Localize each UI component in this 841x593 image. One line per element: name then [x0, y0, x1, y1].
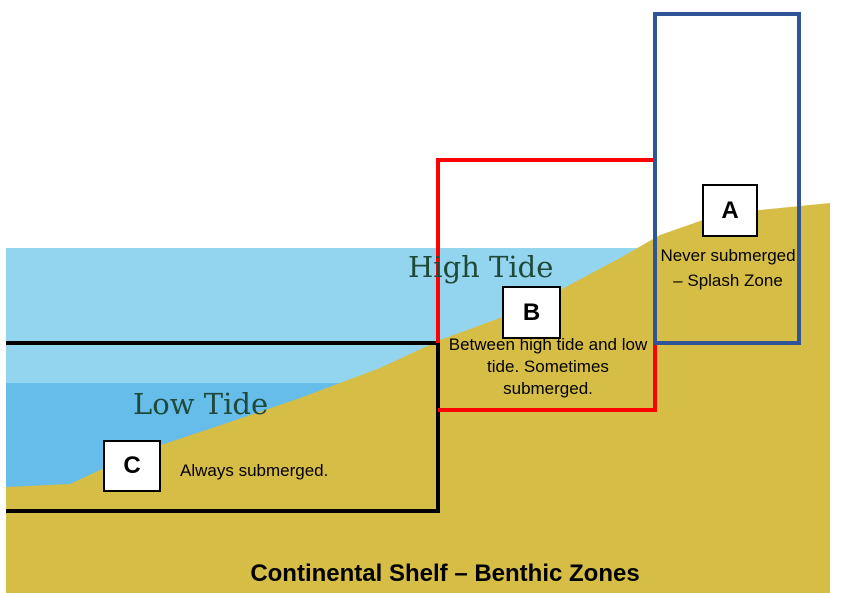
zone-a-label: A	[702, 184, 758, 237]
zone-c-description: Always submerged.	[180, 461, 329, 480]
zone-a-description: Never submerged – Splash Zone	[660, 246, 796, 290]
diagram-title: Continental Shelf – Benthic Zones	[250, 560, 640, 587]
sand-shelf	[6, 203, 830, 593]
zone-b-label: B	[502, 286, 561, 339]
zone-c-label: C	[103, 440, 161, 492]
zone-b-description: Between high tide and low tide. Sometime…	[448, 335, 648, 398]
high-tide-label: High Tide	[408, 250, 554, 284]
low-tide-label: Low Tide	[133, 387, 269, 421]
zone-a-border	[653, 12, 801, 345]
zone-c-border	[6, 341, 440, 513]
